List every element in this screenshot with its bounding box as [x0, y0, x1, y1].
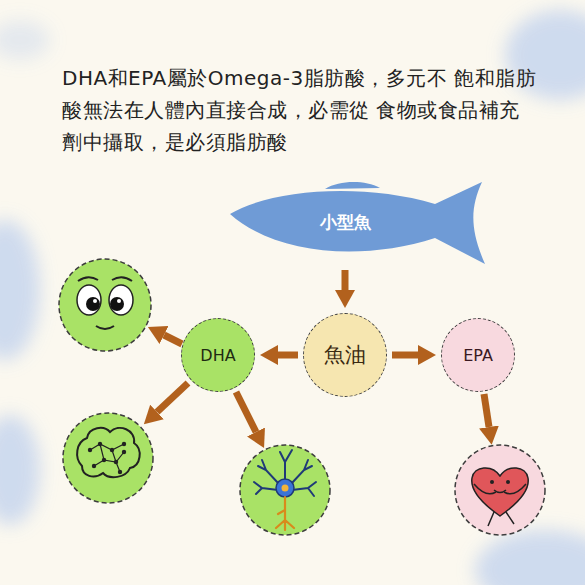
arrow-to-neuron: [236, 392, 256, 432]
node-label: DHA: [200, 346, 235, 365]
fish-oil-circle: 魚油: [303, 313, 387, 397]
arrow-to-brain: [157, 383, 188, 412]
neuron-icon: [240, 445, 330, 535]
node-label: 魚油: [324, 341, 366, 369]
dha-circle: DHA: [181, 318, 255, 392]
arrow-to-heart: [484, 394, 489, 427]
flow-arrow: [342, 270, 349, 290]
epa-circle: EPA: [441, 318, 515, 392]
brain-icon: [63, 413, 153, 503]
flow-arrow: [392, 352, 418, 359]
fish-body: [230, 182, 485, 264]
eyes-icon: [59, 259, 151, 351]
heart-icon: [455, 445, 545, 535]
fish-fin: [325, 182, 380, 189]
title-text: DHA和EPA屬於Omega-3脂肪酸，多元不 飽和脂肪酸無法在人體內直接合成，…: [62, 62, 540, 158]
flow-arrow: [278, 352, 298, 359]
node-label: EPA: [463, 346, 493, 365]
node-label: 小型魚: [320, 211, 371, 234]
arrow-to-eyes: [164, 335, 182, 344]
fish-shape: 小型魚: [230, 180, 510, 265]
watercolor-blobs: [0, 10, 585, 585]
